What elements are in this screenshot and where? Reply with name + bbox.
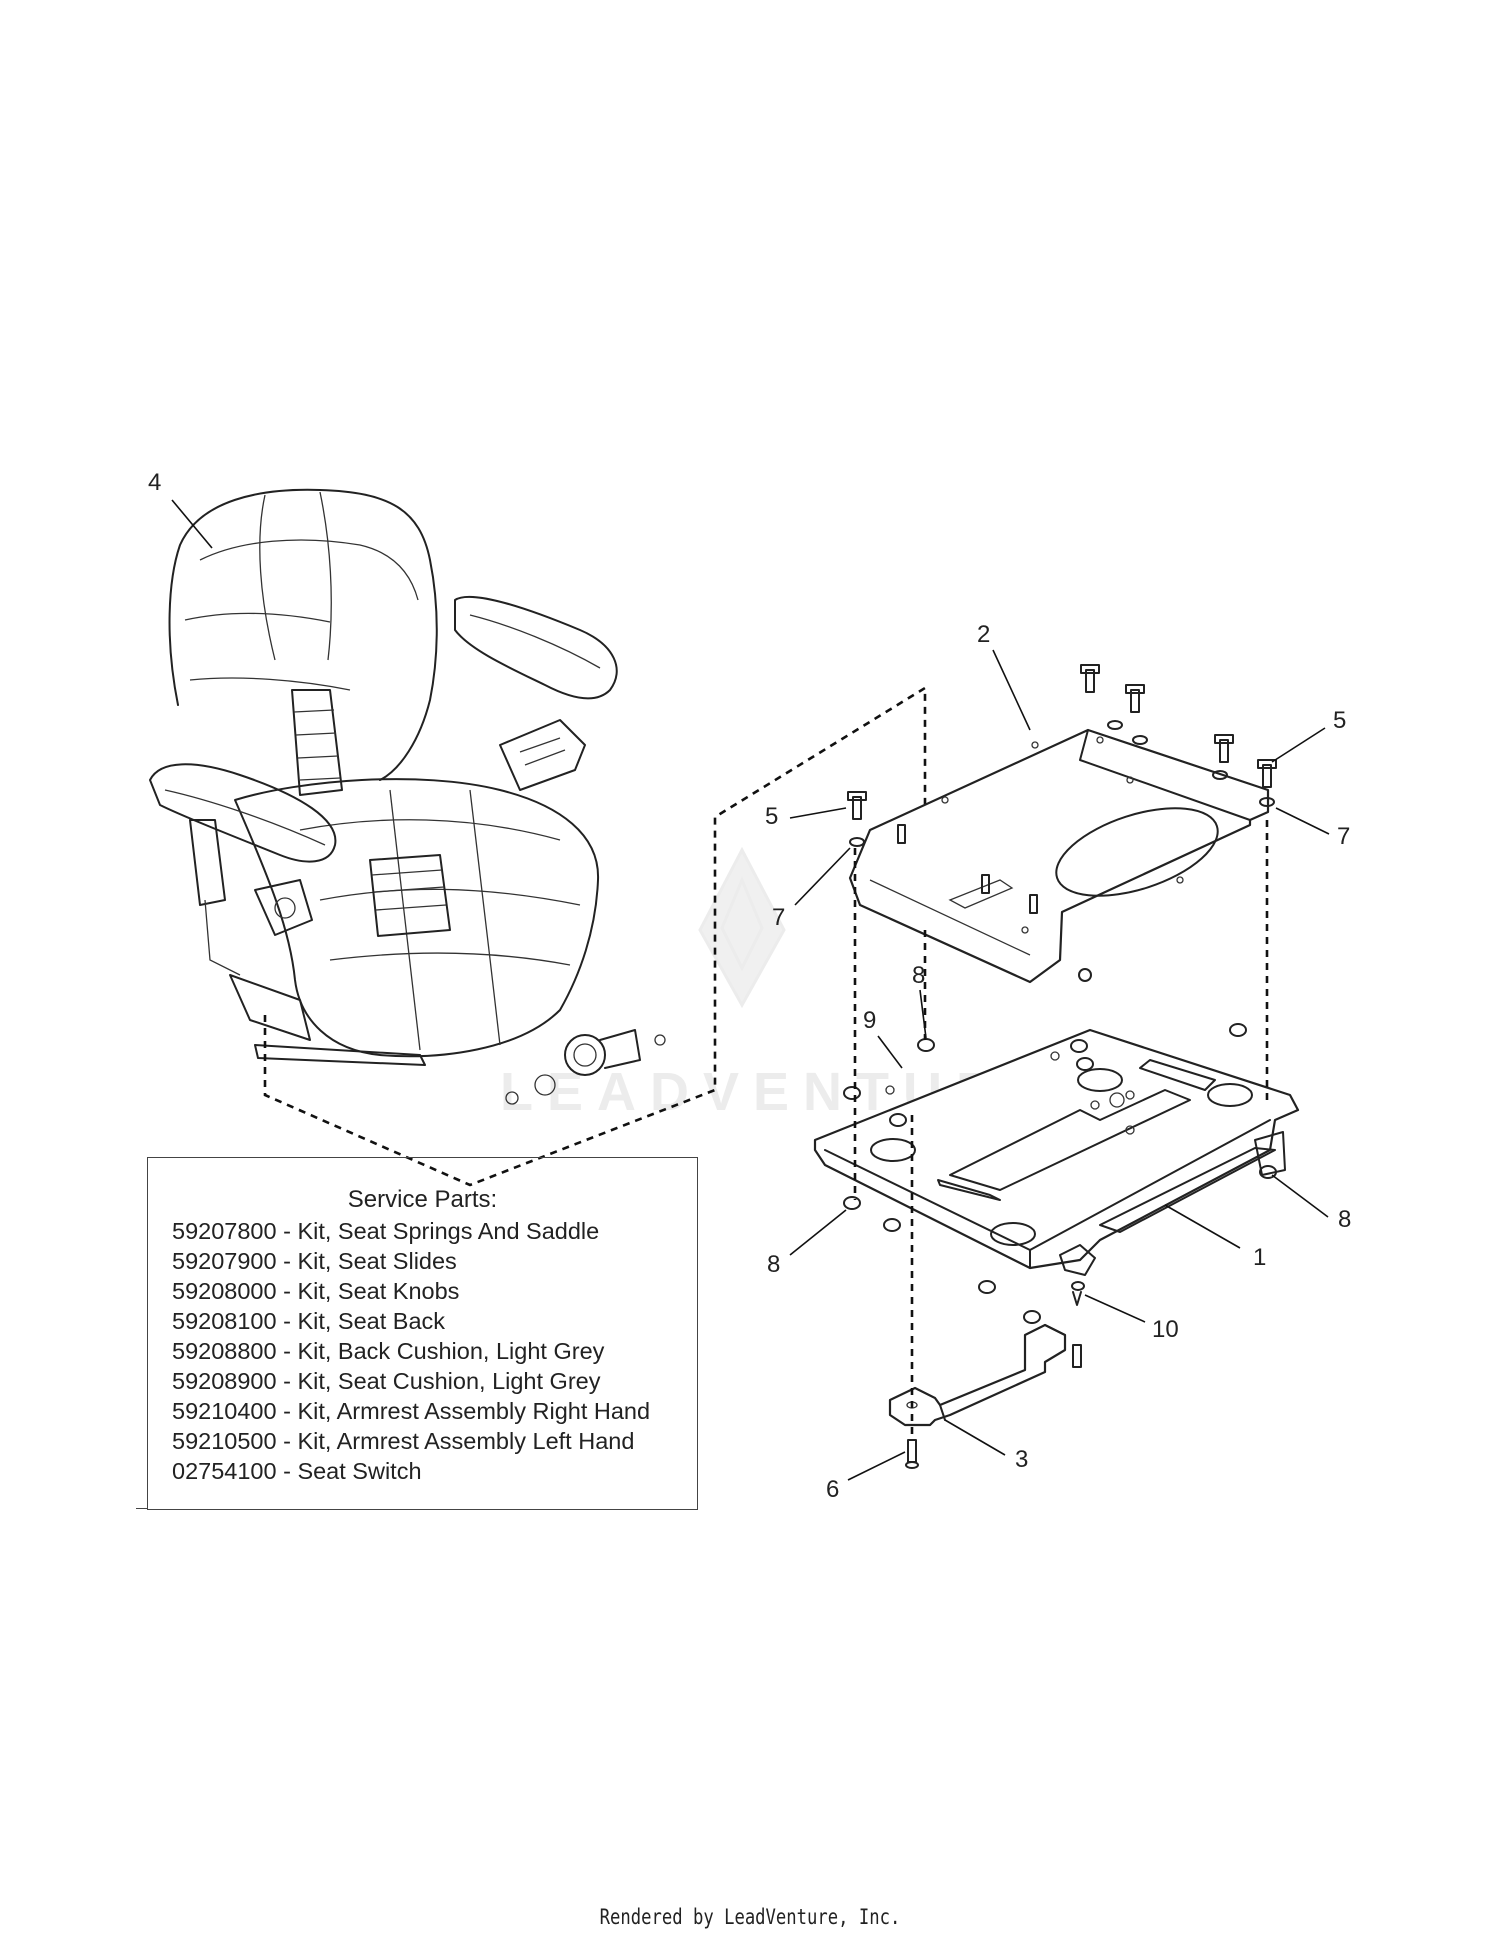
service-part-item: 59208100 - Kit, Seat Back <box>172 1308 446 1334</box>
upper-seat-plate <box>848 728 1270 984</box>
service-box-corner-tick <box>136 1508 148 1509</box>
callout-labels: 4 2 5 7 5 7 8 9 8 1 8 10 3 6 <box>148 469 1351 1503</box>
callout-9: 9 <box>863 1007 876 1034</box>
callout-7-right: 7 <box>1337 823 1350 850</box>
callout-5-left: 5 <box>765 803 778 830</box>
upper-plate-hardware <box>847 664 1277 982</box>
seat-switch-bracket <box>888 1323 1067 1469</box>
callout-8-left: 8 <box>767 1251 780 1278</box>
callout-4: 4 <box>148 469 161 496</box>
callout-3: 3 <box>1015 1446 1028 1473</box>
service-parts-box: Service Parts: 59207800 - Kit, Seat Spri… <box>147 1157 698 1510</box>
service-part-item: 59207900 - Kit, Seat Slides <box>172 1248 457 1274</box>
callout-8-top: 8 <box>912 962 925 989</box>
lower-plate-hardware <box>843 1023 1277 1368</box>
service-part-item: 59208800 - Kit, Back Cushion, Light Grey <box>172 1338 605 1364</box>
service-part-item: 59208900 - Kit, Seat Cushion, Light Grey <box>172 1368 601 1394</box>
service-parts-list: 59207800 - Kit, Seat Springs And Saddle … <box>172 1216 650 1486</box>
callout-8-right: 8 <box>1338 1206 1351 1233</box>
service-part-item: 59207800 - Kit, Seat Springs And Saddle <box>172 1218 600 1244</box>
leadventure-logo-mark <box>698 846 786 1009</box>
seat-assembly <box>149 488 666 1105</box>
service-parts-title: Service Parts: <box>347 1186 498 1213</box>
callout-5-right: 5 <box>1333 707 1346 734</box>
service-part-item: 59210500 - Kit, Armrest Assembly Left Ha… <box>172 1428 635 1454</box>
footer-credit: Rendered by LeadVenture, Inc. <box>599 1905 901 1929</box>
service-part-item: 59208000 - Kit, Seat Knobs <box>172 1278 460 1304</box>
callout-2: 2 <box>977 621 990 648</box>
callout-1: 1 <box>1253 1244 1266 1271</box>
callout-7-left: 7 <box>772 904 785 931</box>
lower-seat-frame <box>813 1028 1300 1276</box>
seat-mount-dashed-connector <box>263 685 927 1187</box>
alignment-dashed-lines <box>853 820 1269 1440</box>
callout-10: 10 <box>1152 1316 1179 1343</box>
callout-6: 6 <box>826 1476 839 1503</box>
service-part-item: 59210400 - Kit, Armrest Assembly Right H… <box>172 1398 651 1424</box>
service-part-item: 02754100 - Seat Switch <box>172 1458 422 1484</box>
